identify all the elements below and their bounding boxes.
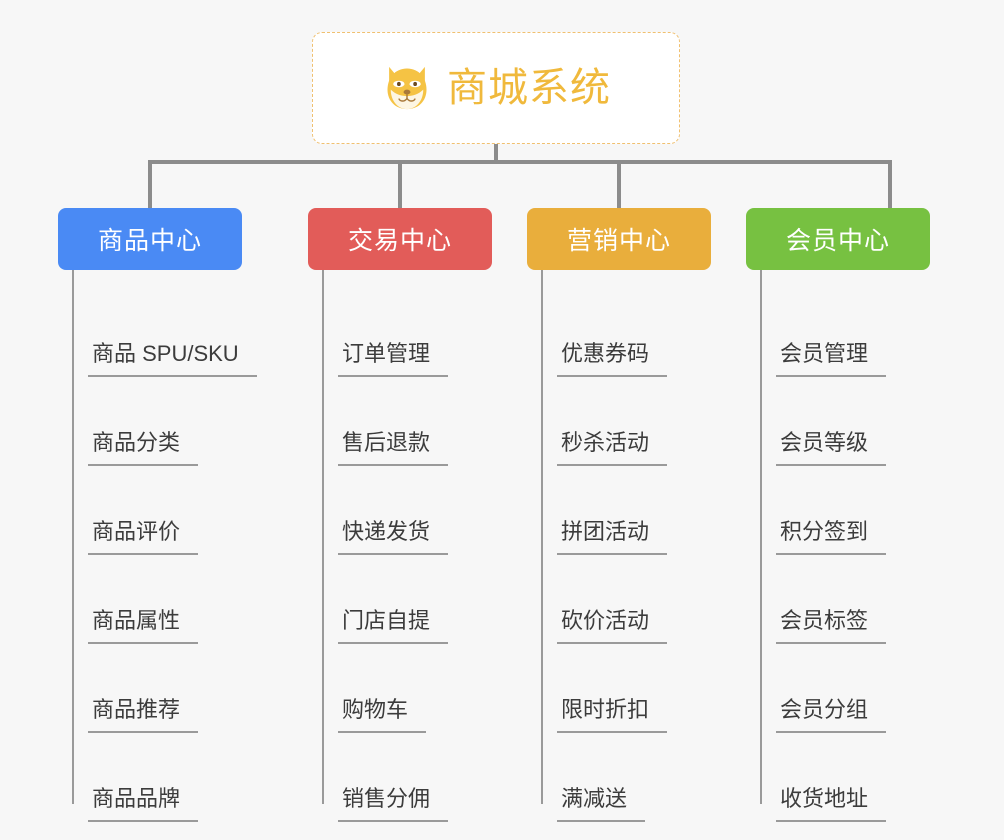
leaf-item[interactable]: 满减送 [527, 733, 711, 822]
leaf-item[interactable]: 门店自提 [308, 555, 492, 644]
connector-drop-2 [398, 160, 402, 208]
branch-header[interactable]: 营销中心 [527, 208, 711, 270]
leaf-item[interactable]: 商品品牌 [58, 733, 242, 822]
leaf-list: 会员管理会员等级积分签到会员标签会员分组收货地址 [746, 270, 930, 822]
leaf-item-label: 门店自提 [338, 606, 449, 644]
leaf-item[interactable]: 秒杀活动 [527, 377, 711, 466]
connector-horizontal-bus [148, 160, 892, 164]
leaf-item[interactable]: 订单管理 [308, 288, 492, 377]
leaf-list: 优惠券码秒杀活动拼团活动砍价活动限时折扣满减送 [527, 270, 711, 822]
leaf-item-label: 商品分类 [88, 428, 199, 466]
leaf-item[interactable]: 积分签到 [746, 466, 930, 555]
leaf-item-label: 售后退款 [338, 428, 449, 466]
root-title: 商城系统 [447, 66, 611, 110]
branch-spine [322, 270, 324, 804]
leaf-list: 商品 SPU/SKU 商品分类商品评价商品属性商品推荐商品品牌 [58, 270, 257, 822]
leaf-item[interactable]: 会员等级 [746, 377, 930, 466]
leaf-item[interactable]: 快递发货 [308, 466, 492, 555]
branch-spine [541, 270, 543, 804]
leaf-item-label: 商品属性 [88, 606, 199, 644]
connector-drop-4 [888, 160, 892, 208]
leaf-item-label: 限时折扣 [557, 695, 668, 733]
leaf-item[interactable]: 收货地址 [746, 733, 930, 822]
branch-column: 会员中心会员管理会员等级积分签到会员标签会员分组收货地址 [746, 208, 930, 822]
leaf-item[interactable]: 销售分佣 [308, 733, 492, 822]
leaf-item-label: 收货地址 [776, 784, 887, 822]
leaf-item-label: 会员分组 [776, 695, 887, 733]
branch-spine [760, 270, 762, 804]
leaf-item-label: 优惠券码 [557, 339, 668, 377]
branch-column: 营销中心优惠券码秒杀活动拼团活动砍价活动限时折扣满减送 [527, 208, 711, 822]
leaf-item-label: 商品 SPU/SKU [88, 339, 257, 377]
leaf-item[interactable]: 商品推荐 [58, 644, 242, 733]
shiba-dog-face-icon [387, 66, 427, 110]
leaf-item-label: 快递发货 [338, 517, 449, 555]
leaf-item-label: 满减送 [557, 784, 646, 822]
leaf-item[interactable]: 限时折扣 [527, 644, 711, 733]
leaf-item-label: 商品推荐 [88, 695, 199, 733]
connector-root-stem [494, 144, 498, 162]
branch-spine [72, 270, 74, 804]
leaf-item-label: 销售分佣 [338, 784, 449, 822]
leaf-item[interactable]: 购物车 [308, 644, 492, 733]
leaf-item-label: 订单管理 [338, 339, 449, 377]
connector-drop-1 [148, 160, 152, 208]
leaf-item[interactable]: 售后退款 [308, 377, 492, 466]
leaf-item[interactable]: 商品评价 [58, 466, 242, 555]
leaf-item-label: 会员等级 [776, 428, 887, 466]
leaf-item[interactable]: 优惠券码 [527, 288, 711, 377]
leaf-item[interactable]: 商品分类 [58, 377, 242, 466]
leaf-item-label: 积分签到 [776, 517, 887, 555]
leaf-item-label: 秒杀活动 [557, 428, 668, 466]
leaf-item[interactable]: 拼团活动 [527, 466, 711, 555]
leaf-item-label: 会员管理 [776, 339, 887, 377]
leaf-item-label: 拼团活动 [557, 517, 668, 555]
leaf-item-label: 砍价活动 [557, 606, 668, 644]
leaf-item[interactable]: 会员管理 [746, 288, 930, 377]
leaf-item-label: 购物车 [338, 695, 427, 733]
branch-column: 交易中心订单管理售后退款快递发货门店自提购物车销售分佣 [308, 208, 492, 822]
leaf-item-label: 商品评价 [88, 517, 199, 555]
leaf-item-label: 商品品牌 [88, 784, 199, 822]
leaf-item[interactable]: 会员标签 [746, 555, 930, 644]
branch-column: 商品中心商品 SPU/SKU 商品分类商品评价商品属性商品推荐商品品牌 [58, 208, 257, 822]
root-node[interactable]: 商城系统 [312, 32, 680, 144]
leaf-item[interactable]: 商品 SPU/SKU [58, 288, 257, 377]
branch-header[interactable]: 交易中心 [308, 208, 492, 270]
branch-header[interactable]: 商品中心 [58, 208, 242, 270]
leaf-list: 订单管理售后退款快递发货门店自提购物车销售分佣 [308, 270, 492, 822]
leaf-item[interactable]: 商品属性 [58, 555, 242, 644]
leaf-item[interactable]: 会员分组 [746, 644, 930, 733]
leaf-item[interactable]: 砍价活动 [527, 555, 711, 644]
connector-drop-3 [617, 160, 621, 208]
branch-header[interactable]: 会员中心 [746, 208, 930, 270]
leaf-item-label: 会员标签 [776, 606, 887, 644]
